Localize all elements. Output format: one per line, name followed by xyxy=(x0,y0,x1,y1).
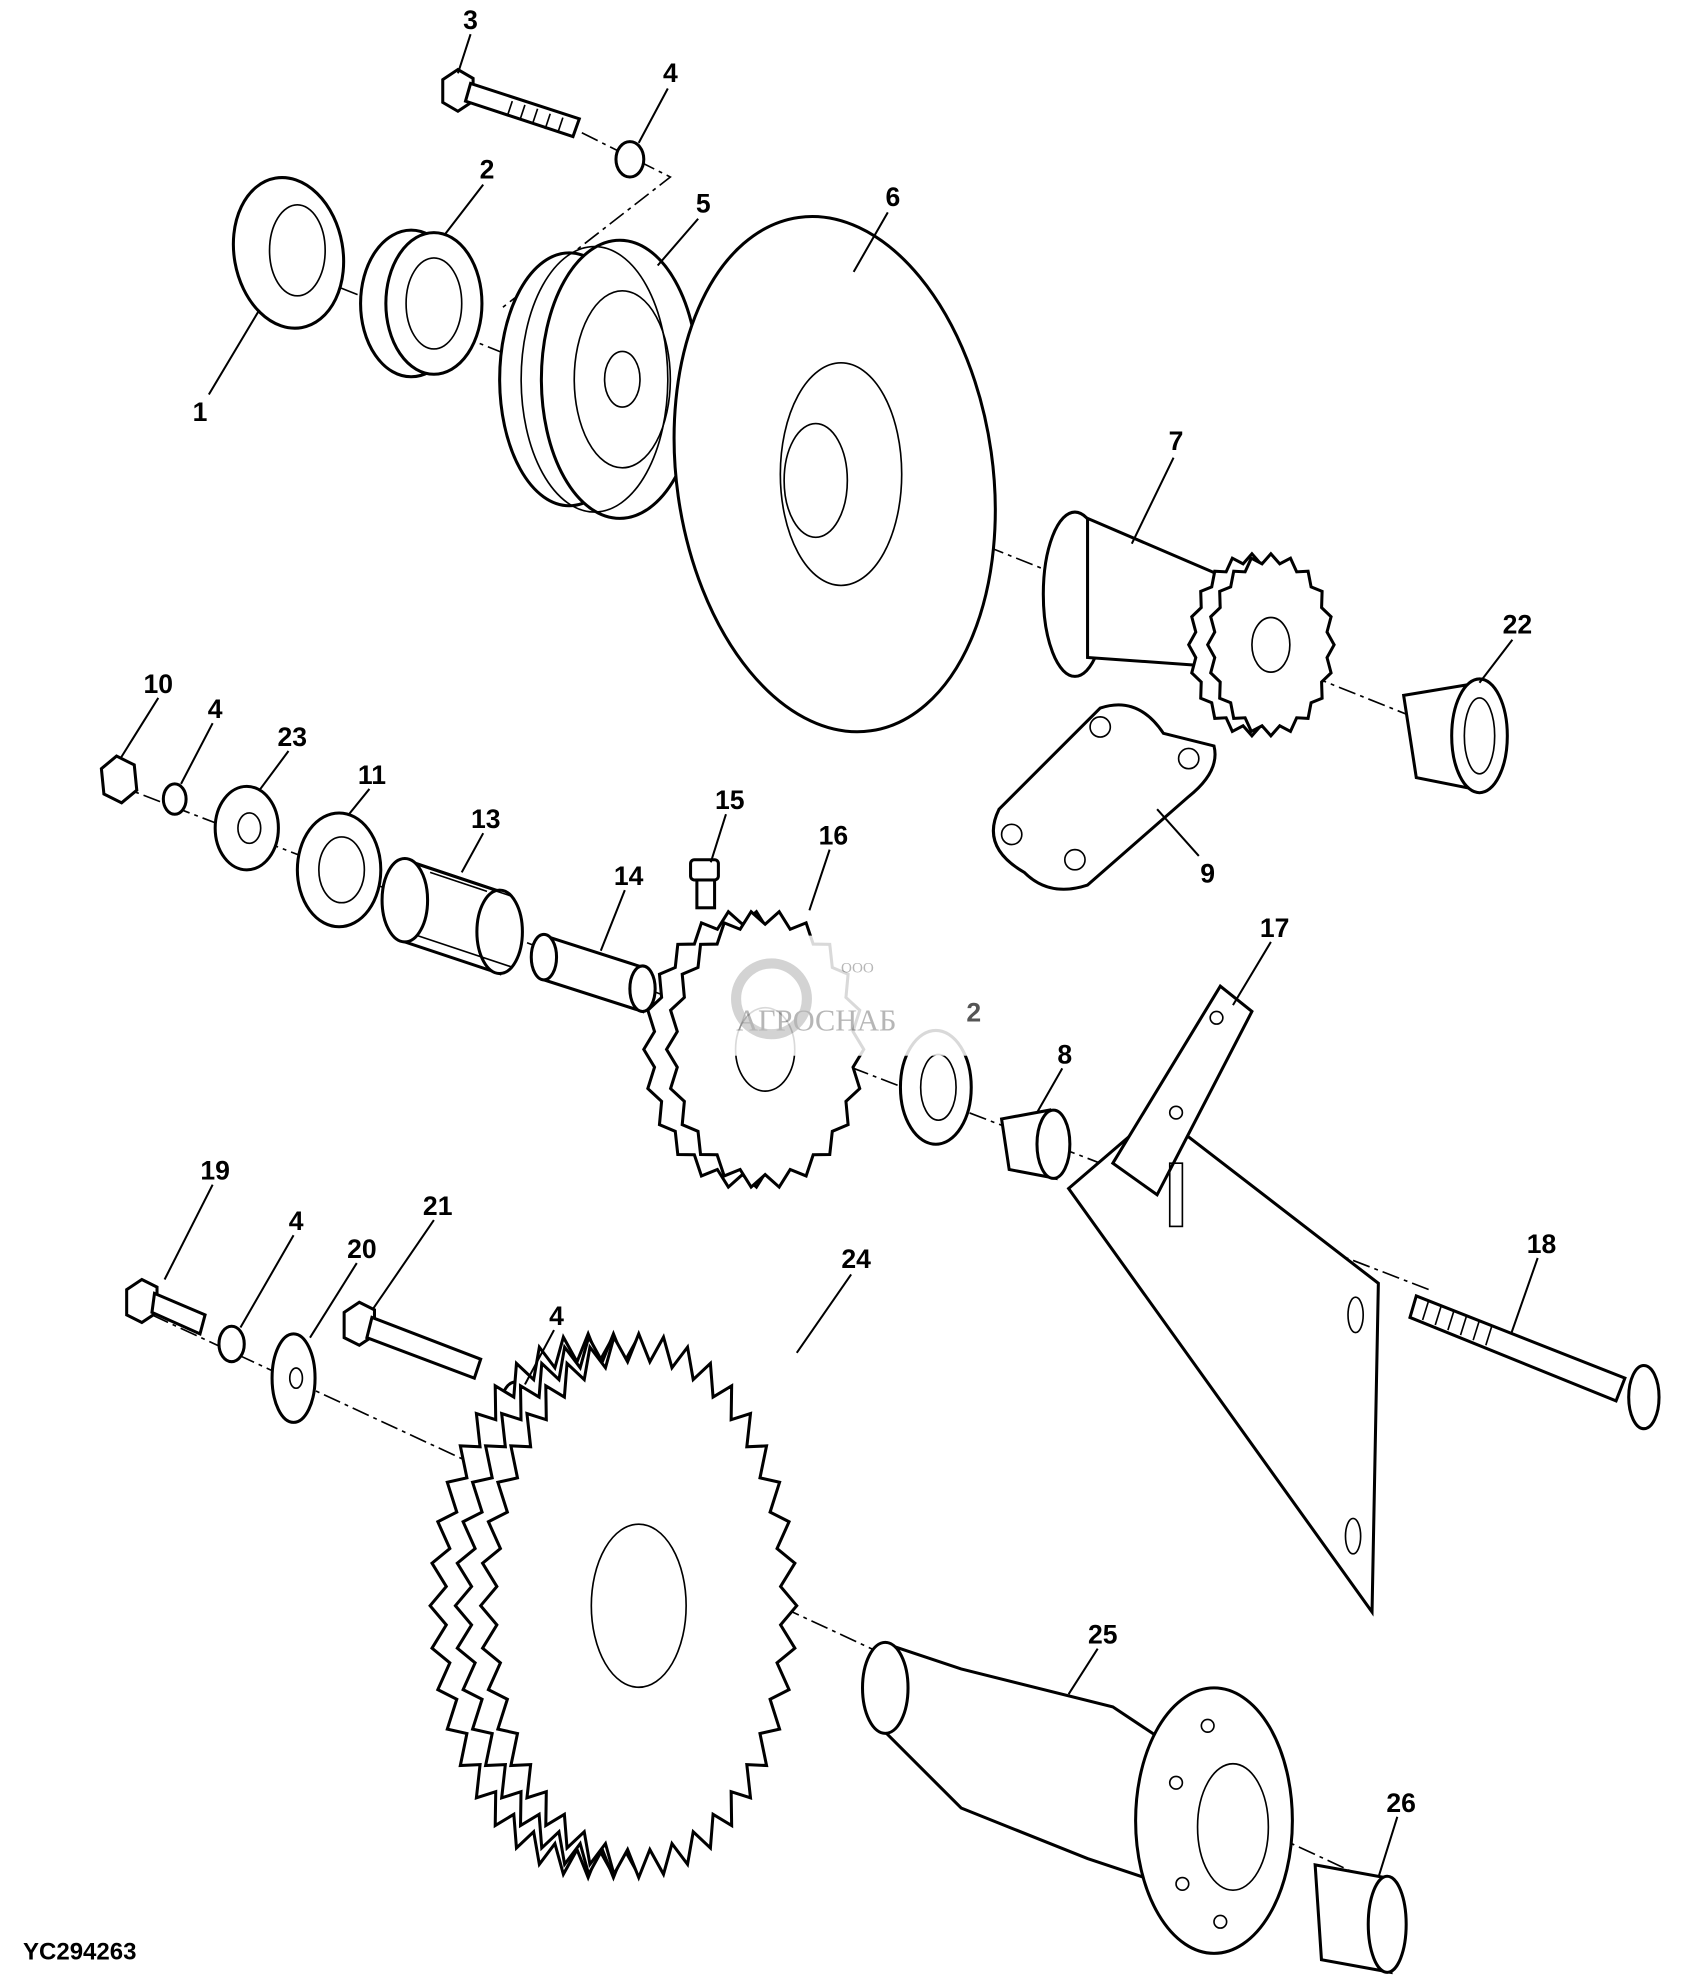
part-lockwasher-4-bottom-left xyxy=(217,1324,246,1364)
part-nut-10 xyxy=(99,754,139,805)
callout-3: 3 xyxy=(463,5,478,35)
callout-10: 10 xyxy=(144,669,174,699)
sprocket-24-teeth xyxy=(478,1329,799,1882)
part-bearing-2-mid xyxy=(898,1028,973,1146)
part-bolt-3 xyxy=(441,67,582,139)
callout-8: 8 xyxy=(1057,1039,1072,1069)
callout-11: 11 xyxy=(358,760,386,790)
callout-4: 4 xyxy=(549,1301,564,1331)
callout-5: 5 xyxy=(696,188,711,218)
part-chain-link-9 xyxy=(991,703,1217,891)
callout-labels: 3 4 2 5 6 1 7 22 10 4 23 11 13 15 16 14 … xyxy=(144,5,1557,1818)
part-hub-sprocket-7 xyxy=(1041,510,1336,739)
callout-24: 24 xyxy=(841,1244,871,1274)
callout-7: 7 xyxy=(1169,426,1184,456)
callout-13: 13 xyxy=(471,804,501,834)
callout-22: 22 xyxy=(1503,609,1533,639)
callout-2: 2 xyxy=(480,154,495,184)
callout-23: 23 xyxy=(278,722,308,752)
part-needle-bearing-13 xyxy=(380,856,524,976)
sprocket-7-bore xyxy=(1251,616,1291,673)
part-stub-shaft-25 xyxy=(860,1640,1294,1955)
part-seal-11 xyxy=(295,811,383,929)
part-brake-disc-6 xyxy=(672,215,997,734)
callout-21: 21 xyxy=(423,1191,453,1221)
part-lockwasher-4-mid xyxy=(161,782,188,816)
callout-20: 20 xyxy=(347,1234,377,1264)
part-bolt-19 xyxy=(125,1277,207,1336)
part-spacer-14 xyxy=(529,932,657,1014)
callout-6: 6 xyxy=(885,182,900,212)
sprocket-24-bore xyxy=(590,1523,687,1689)
callout-19: 19 xyxy=(200,1156,230,1186)
figure-code: YC294263 xyxy=(23,1939,137,1966)
part-sprocket-24 xyxy=(428,1329,799,1882)
callout-9: 9 xyxy=(1200,859,1215,889)
part-bolt-21 xyxy=(342,1300,483,1381)
part-bushing-26 xyxy=(1313,1863,1408,1975)
part-washer-20 xyxy=(270,1332,317,1424)
part-bushing-8 xyxy=(999,1108,1072,1181)
callout-14: 14 xyxy=(614,861,644,891)
part-bolt-18 xyxy=(1408,1293,1661,1431)
part-washer-23 xyxy=(213,784,280,872)
part-bushing-22 xyxy=(1401,677,1509,795)
callout-4: 4 xyxy=(663,58,678,88)
callout-15: 15 xyxy=(715,785,745,815)
callout-4: 4 xyxy=(208,694,223,724)
part-bracket-17 xyxy=(1066,983,1380,1617)
svg-text:АГРОСНАБ: АГРОСНАБ xyxy=(736,1003,896,1037)
callout-4: 4 xyxy=(289,1206,304,1236)
callout-26: 26 xyxy=(1386,1788,1416,1818)
part-grease-fitting-15 xyxy=(689,858,720,910)
watermark-logo: ООО АГРОСНАБ xyxy=(731,935,987,1056)
part-pulley-5 xyxy=(498,238,700,520)
callout-25: 25 xyxy=(1088,1620,1118,1650)
callout-16: 16 xyxy=(819,821,849,851)
part-slotted-nut-1 xyxy=(231,176,346,330)
callout-17: 17 xyxy=(1260,913,1290,943)
callout-2: 2 xyxy=(966,998,981,1028)
callout-18: 18 xyxy=(1527,1229,1557,1259)
sprocket-7-teeth xyxy=(1205,551,1336,739)
callout-1: 1 xyxy=(193,397,208,427)
part-bearing-2-top xyxy=(359,228,484,379)
svg-text:ООО: ООО xyxy=(841,959,874,976)
leader-lines xyxy=(119,33,1539,1878)
part-lockwasher-4-top xyxy=(614,140,646,179)
